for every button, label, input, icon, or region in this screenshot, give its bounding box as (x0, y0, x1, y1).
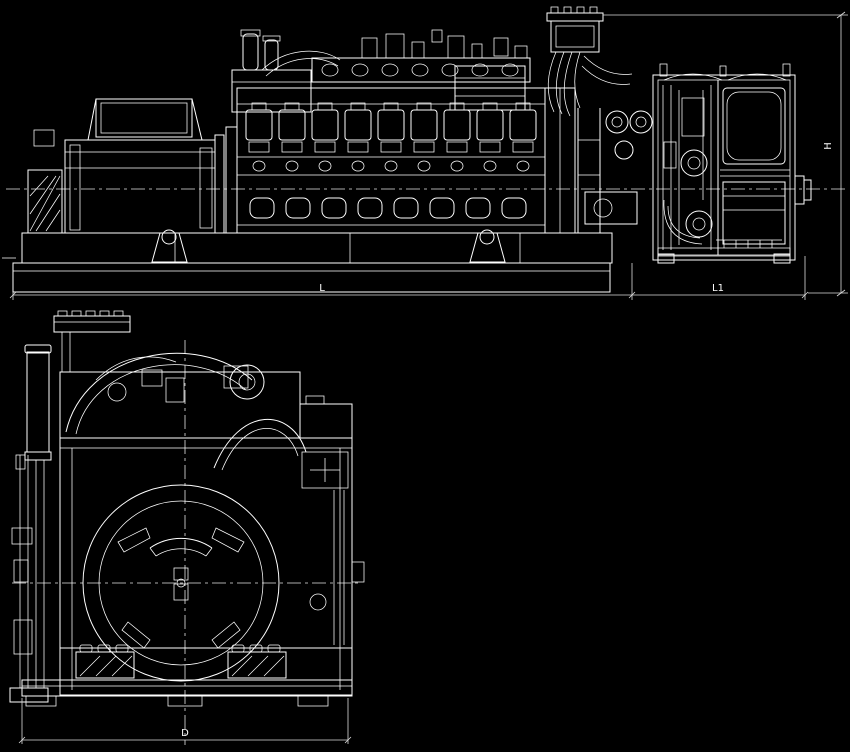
left-brackets (9, 455, 49, 703)
inspection-ports (237, 160, 545, 176)
connection-piping (577, 108, 653, 233)
height-dimension-label: H (823, 142, 834, 150)
width-dimension-label: D (181, 728, 189, 739)
length-right-dimension-label: L1 (712, 283, 724, 294)
front-body (59, 371, 365, 696)
turbo-piping (65, 352, 307, 471)
engine (231, 29, 546, 234)
mount-foot-left (151, 229, 188, 263)
side-view-dimensions: H L L1 (9, 11, 848, 300)
front-view: D (9, 310, 365, 745)
filter-tank (15, 344, 52, 470)
cylinder-head-row (237, 102, 545, 158)
mount-foot-right (469, 229, 506, 263)
flywheel-circle (82, 484, 280, 682)
base-skid (2, 232, 613, 293)
front-base (21, 644, 353, 707)
front-view-dimensions: D (18, 698, 352, 744)
crankcase-covers (237, 197, 545, 226)
length-dimension-label: L (319, 283, 325, 294)
front-foot-left (75, 644, 135, 679)
radiator-cabinet (652, 63, 812, 264)
coupling (214, 126, 238, 234)
alternator (27, 98, 216, 234)
air-cleaner (53, 310, 131, 372)
exhaust-stack (546, 6, 633, 117)
flywheel-housing (544, 87, 576, 234)
front-foot-right (227, 644, 287, 679)
side-view: H L L1 (2, 6, 848, 300)
